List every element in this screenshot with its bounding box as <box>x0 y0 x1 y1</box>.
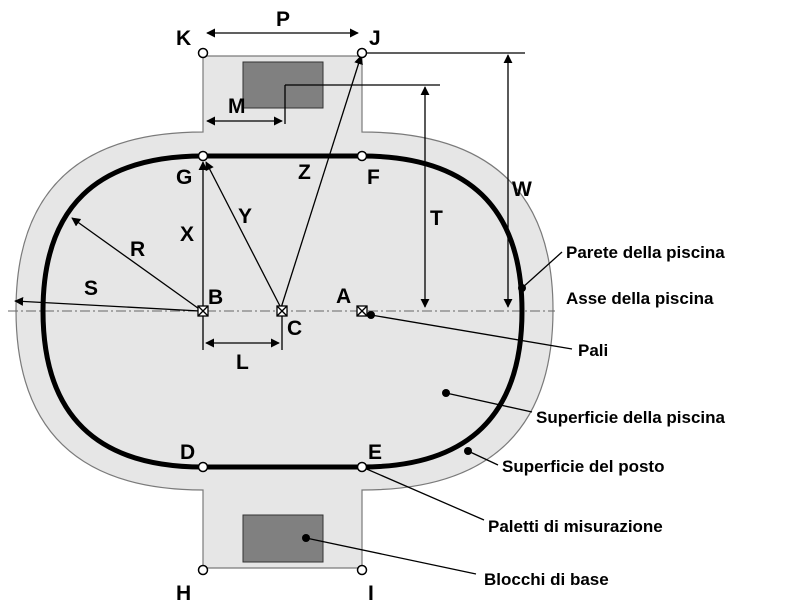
point-label-d: D <box>180 441 195 464</box>
dim-label-l: L <box>236 351 249 374</box>
dim-label-w: W <box>512 178 532 201</box>
point-labels: K J G F B C A D E H I <box>176 27 382 605</box>
dot-starting-blocks <box>302 534 310 542</box>
post-h <box>197 564 209 576</box>
dim-label-r: R <box>130 238 145 261</box>
dim-label-z: Z <box>298 161 311 184</box>
label-posts: Pali <box>578 341 608 360</box>
leader-posts <box>370 314 573 350</box>
label-pool-axis: Asse della piscina <box>566 289 714 308</box>
dim-line-r <box>71 217 203 312</box>
dim-label-m: M <box>228 95 246 118</box>
callout-labels: Parete della piscina Asse della piscina … <box>484 243 726 589</box>
dot-seat-surface <box>464 447 472 455</box>
dot-posts <box>367 311 375 319</box>
post-d <box>197 461 209 473</box>
dim-line-s <box>14 296 201 312</box>
dimension-lines <box>14 28 525 350</box>
post-j <box>356 47 368 59</box>
label-pool-surface: Superficie della piscina <box>536 408 726 427</box>
dim-line-z <box>280 55 363 309</box>
pole-a-icon <box>356 305 368 317</box>
dim-label-t: T <box>430 207 443 230</box>
dim-label-x: X <box>180 223 194 246</box>
dim-line-y <box>205 161 282 309</box>
dot-pool-surface <box>442 389 450 397</box>
leader-pool-wall <box>521 251 563 289</box>
point-label-k: K <box>176 27 191 50</box>
point-label-j: J <box>369 27 381 50</box>
dim-label-y: Y <box>238 205 252 228</box>
point-label-g: G <box>176 166 192 189</box>
label-measuring-posts: Paletti di misurazione <box>488 517 663 536</box>
dot-pool-wall <box>518 284 526 292</box>
label-pool-wall: Parete della piscina <box>566 243 725 262</box>
post-i <box>356 564 368 576</box>
point-label-i: I <box>368 582 374 605</box>
point-label-b: B <box>208 286 223 309</box>
pole-markers <box>197 305 368 317</box>
leader-pool-surface <box>445 392 533 413</box>
pole-b-icon <box>197 305 209 317</box>
leader-measuring-posts <box>361 466 485 521</box>
post-e <box>356 461 368 473</box>
leader-starting-blocks <box>305 537 477 575</box>
measuring-posts <box>197 47 368 576</box>
point-label-c: C <box>287 317 302 340</box>
dimension-labels: P M Z X Y R S L T W <box>84 8 532 374</box>
dim-label-s: S <box>84 277 98 300</box>
point-label-f: F <box>367 166 380 189</box>
label-seat-surface: Superficie del posto <box>502 457 664 476</box>
point-label-h: H <box>176 582 191 605</box>
post-f <box>356 150 368 162</box>
post-g <box>197 150 209 162</box>
leader-seat-surface <box>467 450 499 466</box>
pole-c-icon <box>276 305 288 317</box>
post-k <box>197 47 209 59</box>
point-label-e: E <box>368 441 382 464</box>
dim-label-p: P <box>276 8 290 31</box>
leader-lines <box>305 251 573 575</box>
label-starting-blocks: Blocchi di base <box>484 570 609 589</box>
point-label-a: A <box>336 285 351 308</box>
